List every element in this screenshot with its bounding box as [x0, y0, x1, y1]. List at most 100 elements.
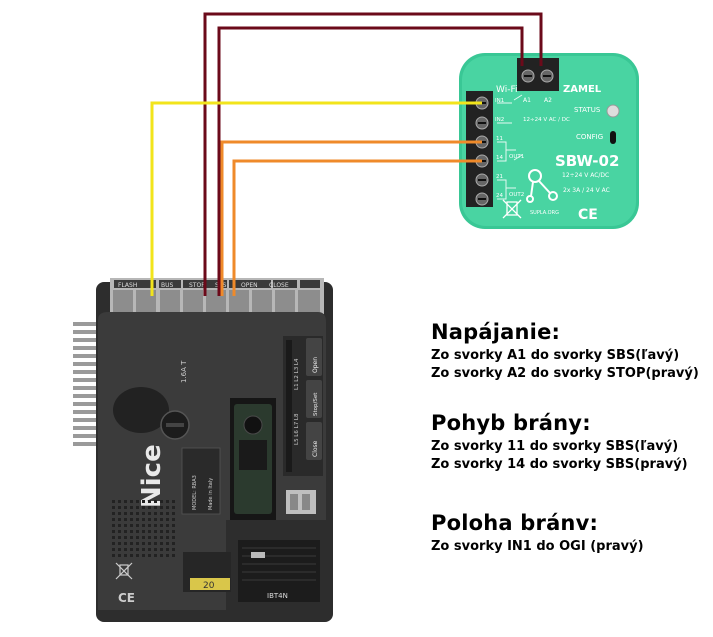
- vent-hole: [112, 500, 115, 503]
- vent-hole: [148, 536, 151, 539]
- vent-hole: [118, 524, 121, 527]
- vent-hole: [154, 536, 157, 539]
- vent-hole: [130, 500, 133, 503]
- vent-hole: [172, 500, 175, 503]
- vent-hole: [172, 536, 175, 539]
- vent-hole: [148, 548, 151, 551]
- supla-logo-icon: [526, 169, 558, 203]
- vent-hole: [124, 542, 127, 545]
- terminal-stop-label: STOP: [189, 282, 205, 289]
- supla-link: SUPLA.ORG: [530, 210, 559, 216]
- vent-hole: [124, 524, 127, 527]
- nice-logo: Nice: [137, 444, 167, 508]
- a1-label: A1: [523, 97, 531, 104]
- vent-hole: [142, 536, 145, 539]
- vent-hole: [136, 518, 139, 521]
- wire-11-sbs: [220, 140, 482, 296]
- wires: [150, 12, 543, 296]
- vent-hole: [166, 524, 169, 527]
- stop-button-label: Stop/Set: [313, 392, 319, 416]
- vent-hole: [160, 512, 163, 515]
- terminal-screws: [113, 290, 320, 312]
- vent-hole: [136, 500, 139, 503]
- vent-hole: [118, 530, 121, 533]
- vent-hole: [118, 512, 121, 515]
- vent-hole: [130, 542, 133, 545]
- annotation-gate-position-line-1: Zo svorky IN1 do OGI (pravý): [431, 539, 644, 554]
- vent-hole: [142, 512, 145, 515]
- t14-label: 14: [496, 155, 503, 161]
- vent-hole: [142, 500, 145, 503]
- controller-weee-icon: [115, 562, 133, 580]
- vent-hole: [160, 500, 163, 503]
- vent-hole: [112, 536, 115, 539]
- vent-hole: [112, 512, 115, 515]
- vent-hole: [166, 554, 169, 557]
- vent-hole: [148, 518, 151, 521]
- vent-hole: [148, 506, 151, 509]
- zamel-logo: ZAMEL: [563, 84, 602, 95]
- blade-fuse-value: 20: [203, 581, 215, 591]
- annotation-gate-position: Poloha bránv: Zo svorky IN1 do OGI (prav…: [431, 511, 644, 555]
- vent-hole: [136, 530, 139, 533]
- vent-hole: [166, 536, 169, 539]
- vent-hole: [118, 536, 121, 539]
- vent-hole: [148, 512, 151, 515]
- vent-hole: [112, 542, 115, 545]
- vent-hole: [136, 542, 139, 545]
- stop-set-button[interactable]: [306, 380, 322, 418]
- in1-label: IN1: [495, 98, 504, 104]
- vent-hole: [136, 512, 139, 515]
- vent-hole: [130, 536, 133, 539]
- vent-hole: [136, 524, 139, 527]
- t11-label: 11: [496, 136, 503, 142]
- vent-hole: [172, 512, 175, 515]
- vent-hole: [154, 524, 157, 527]
- in2-label: IN2: [495, 117, 504, 123]
- vent-hole: [148, 542, 151, 545]
- vent-hole: [142, 506, 145, 509]
- vent-hole: [172, 542, 175, 545]
- led-labels-top: L1 L2 L3 L4: [294, 358, 300, 390]
- vent-hole: [130, 524, 133, 527]
- vent-hole: [112, 554, 115, 557]
- vent-hole: [124, 530, 127, 533]
- vent-hole: [166, 530, 169, 533]
- config-label: CONFIG: [576, 133, 603, 141]
- vent-hole: [166, 512, 169, 515]
- vent-hole: [118, 548, 121, 551]
- zamel-module: Wi-Fi ZAMEL A1 A2 IN1 IN2 11 14 21 24 OU…: [459, 53, 639, 229]
- cover-recess: [113, 387, 169, 433]
- vent-hole: [136, 554, 139, 557]
- open-button[interactable]: [306, 338, 322, 376]
- vent-hole: [148, 554, 151, 557]
- vent-hole: [160, 524, 163, 527]
- vent-hole: [160, 542, 163, 545]
- vent-hole: [154, 518, 157, 521]
- vent-hole: [148, 524, 151, 527]
- vent-hole: [124, 500, 127, 503]
- annotation-gate-move-title: Pohyb brány:: [431, 411, 591, 435]
- spec-left: 12÷24 V AC / DC: [523, 117, 570, 123]
- vent-hole: [172, 506, 175, 509]
- vent-hole: [112, 548, 115, 551]
- model-label: SBW-02: [555, 152, 619, 170]
- vent-hole: [142, 542, 145, 545]
- fuse-rating: 1.6A T: [180, 360, 188, 383]
- model-sticker: MODEL: RBA3: [192, 475, 198, 510]
- vent-hole: [112, 524, 115, 527]
- vent-hole: [124, 506, 127, 509]
- a2-label: A2: [544, 97, 552, 104]
- vent-hole: [154, 554, 157, 557]
- vent-hole: [136, 548, 139, 551]
- spec1-label: 12÷24 V AC/DC: [562, 172, 609, 179]
- status-led-icon: [606, 104, 620, 118]
- vent-hole: [130, 512, 133, 515]
- close-button[interactable]: [306, 422, 322, 460]
- vent-hole: [160, 548, 163, 551]
- vent-hole: [142, 524, 145, 527]
- module-ce-mark: CE: [578, 207, 598, 223]
- spec2-label: 2x 3A / 24 V AC: [563, 187, 610, 194]
- terminal-block-left: [466, 91, 493, 207]
- vent-hole: [130, 530, 133, 533]
